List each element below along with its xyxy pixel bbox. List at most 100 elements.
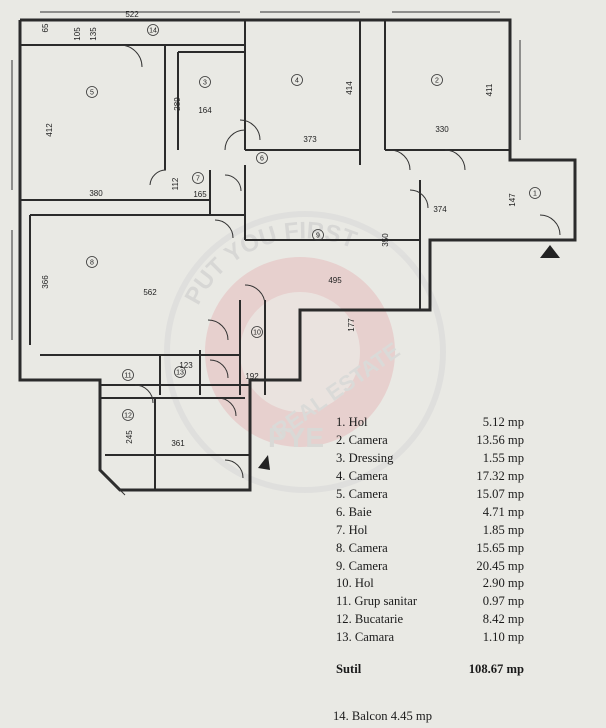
legend-room-area: 1.10 mp xyxy=(482,630,524,645)
dimension-label: 192 xyxy=(245,372,259,381)
room-legend: 1. Hol 5.12 mp 2. Camera 13.56 mp 3. Dressin… xyxy=(330,414,570,678)
legend-room-name: 4. Camera xyxy=(336,469,388,484)
dimension-label: 373 xyxy=(303,135,317,144)
dimension-label: 366 xyxy=(41,275,50,289)
legend-row: 9. Camera 20.45 mp xyxy=(330,557,570,575)
legend-room-name: 12. Bucatarie xyxy=(336,612,404,627)
dimension-label: 411 xyxy=(485,83,494,96)
legend-room-area: 0.97 mp xyxy=(482,594,524,609)
room-number: 11 xyxy=(124,373,131,380)
room-number: 1 xyxy=(533,191,537,198)
legend-total-label: Sutil xyxy=(336,662,362,677)
watermark-brand: PYE xyxy=(268,422,324,453)
dimension-label: 165 xyxy=(193,190,207,199)
dimension-label: 164 xyxy=(198,106,212,115)
legend-row: 13. Camara 1.10 mp xyxy=(330,629,570,647)
dimension-label: 135 xyxy=(89,27,98,41)
dimension-label: 123 xyxy=(179,361,193,370)
room-number-circle xyxy=(251,326,263,338)
legend-row: 6. Baie 4.71 mp xyxy=(330,503,570,521)
legend-room-name: 7. Hol xyxy=(336,522,368,537)
room-number-circle xyxy=(86,256,98,268)
dimension-label: 380 xyxy=(89,189,103,198)
legend-room-area: 2.90 mp xyxy=(482,576,524,591)
walls xyxy=(18,18,577,492)
legend-room-area: 15.07 mp xyxy=(476,487,524,501)
room-number-circle xyxy=(199,76,211,88)
legend-row: 11. Grup sanitar 0.97 mp xyxy=(330,593,570,611)
dimension-label: 412 xyxy=(45,123,54,137)
legend-room-name: 2. Camera xyxy=(336,433,388,448)
legend-row: 2. Camera 13.56 mp xyxy=(330,432,570,450)
legend-room-area: 4.71 mp xyxy=(482,504,524,519)
legend-room-area: 17.32 mp xyxy=(476,469,524,484)
legend-room-area: 1.55 mp xyxy=(482,451,524,466)
windows xyxy=(11,11,521,496)
dimension-label: 112 xyxy=(171,177,180,190)
room-number: 14 xyxy=(149,28,157,35)
door-swings xyxy=(119,44,561,479)
legend-room-name: 8. Camera xyxy=(336,540,388,555)
dimension-label: 289 xyxy=(173,97,182,111)
room-number: 13 xyxy=(176,370,184,377)
room-number-circle xyxy=(256,152,268,164)
legend-room-area: 15.65 mp xyxy=(476,540,524,555)
inner-walls xyxy=(20,20,510,490)
room-number-circle xyxy=(122,369,134,381)
room-number-circle xyxy=(174,366,186,378)
legend-room-name: 10. Hol xyxy=(336,576,374,591)
dimension-label: 562 xyxy=(143,288,157,297)
room-number-circle xyxy=(86,86,98,98)
dimension-label: 522 xyxy=(125,10,139,19)
dimension-label: 245 xyxy=(125,430,134,444)
dimension-label: 65 xyxy=(41,23,50,32)
entrance-arrow xyxy=(540,245,560,258)
legend-row: 1. Hol 5.12 mp xyxy=(330,414,570,432)
dimension-label: 414 xyxy=(345,81,354,95)
room-number: 10 xyxy=(253,330,261,337)
room-number: 12 xyxy=(124,413,132,420)
room-number: 4 xyxy=(295,78,299,85)
legend-room-area: 20.45 mp xyxy=(476,558,524,573)
room-number: 6 xyxy=(260,156,264,163)
balcony-arrow xyxy=(258,455,270,470)
legend-total-value: 108.67 mp xyxy=(468,662,524,677)
legend-balcony: 14. Balcon 4.45 mp xyxy=(333,709,432,723)
room-number: 5 xyxy=(90,90,94,97)
legend-room-area: 5.12 mp xyxy=(482,415,524,430)
room-number: 3 xyxy=(203,80,207,87)
room-number-circle xyxy=(192,172,204,184)
room-number-circle xyxy=(431,74,443,86)
room-number-circle xyxy=(122,409,134,421)
legend-room-name: 1. Hol xyxy=(336,415,368,430)
room-number-circle xyxy=(147,24,159,36)
legend-row: 4. Camera 17.32 mp xyxy=(330,468,570,486)
legend-row: 8. Camera 15.65 mp xyxy=(330,539,570,557)
legend-room-name: 13. Camara xyxy=(336,630,395,645)
dimension-label: 330 xyxy=(435,125,449,134)
dimension-label: 147 xyxy=(508,193,517,207)
dimension-label: 495 xyxy=(328,276,342,285)
legend-room-area: 13.56 mp xyxy=(476,433,524,448)
room-number-circle xyxy=(291,74,303,86)
dimension-label: 350 xyxy=(381,233,390,247)
room-number-circle xyxy=(529,187,541,199)
legend-total-row: Sutil 108.67 mp xyxy=(330,661,570,679)
legend-room-name: 9. Camera xyxy=(336,558,388,573)
dimension-label: 374 xyxy=(433,205,447,214)
room-number: 2 xyxy=(435,78,439,85)
legend-row: 10. Hol 2.90 mp xyxy=(330,575,570,593)
legend-room-area: 8.42 mp xyxy=(482,612,524,627)
legend-room-name: 6. Baie xyxy=(336,504,372,519)
room-number: 7 xyxy=(196,176,200,183)
legend-room-name: 5. Camera xyxy=(336,487,388,501)
dimension-label: 105 xyxy=(73,27,82,41)
dimension-label: 177 xyxy=(347,318,356,332)
legend-room-name: 11. Grup sanitar xyxy=(336,594,418,609)
room-number: 9 xyxy=(316,233,320,240)
legend-row: 5. Camera 15.07 mp xyxy=(330,486,570,504)
dimension-label: 361 xyxy=(171,439,185,448)
